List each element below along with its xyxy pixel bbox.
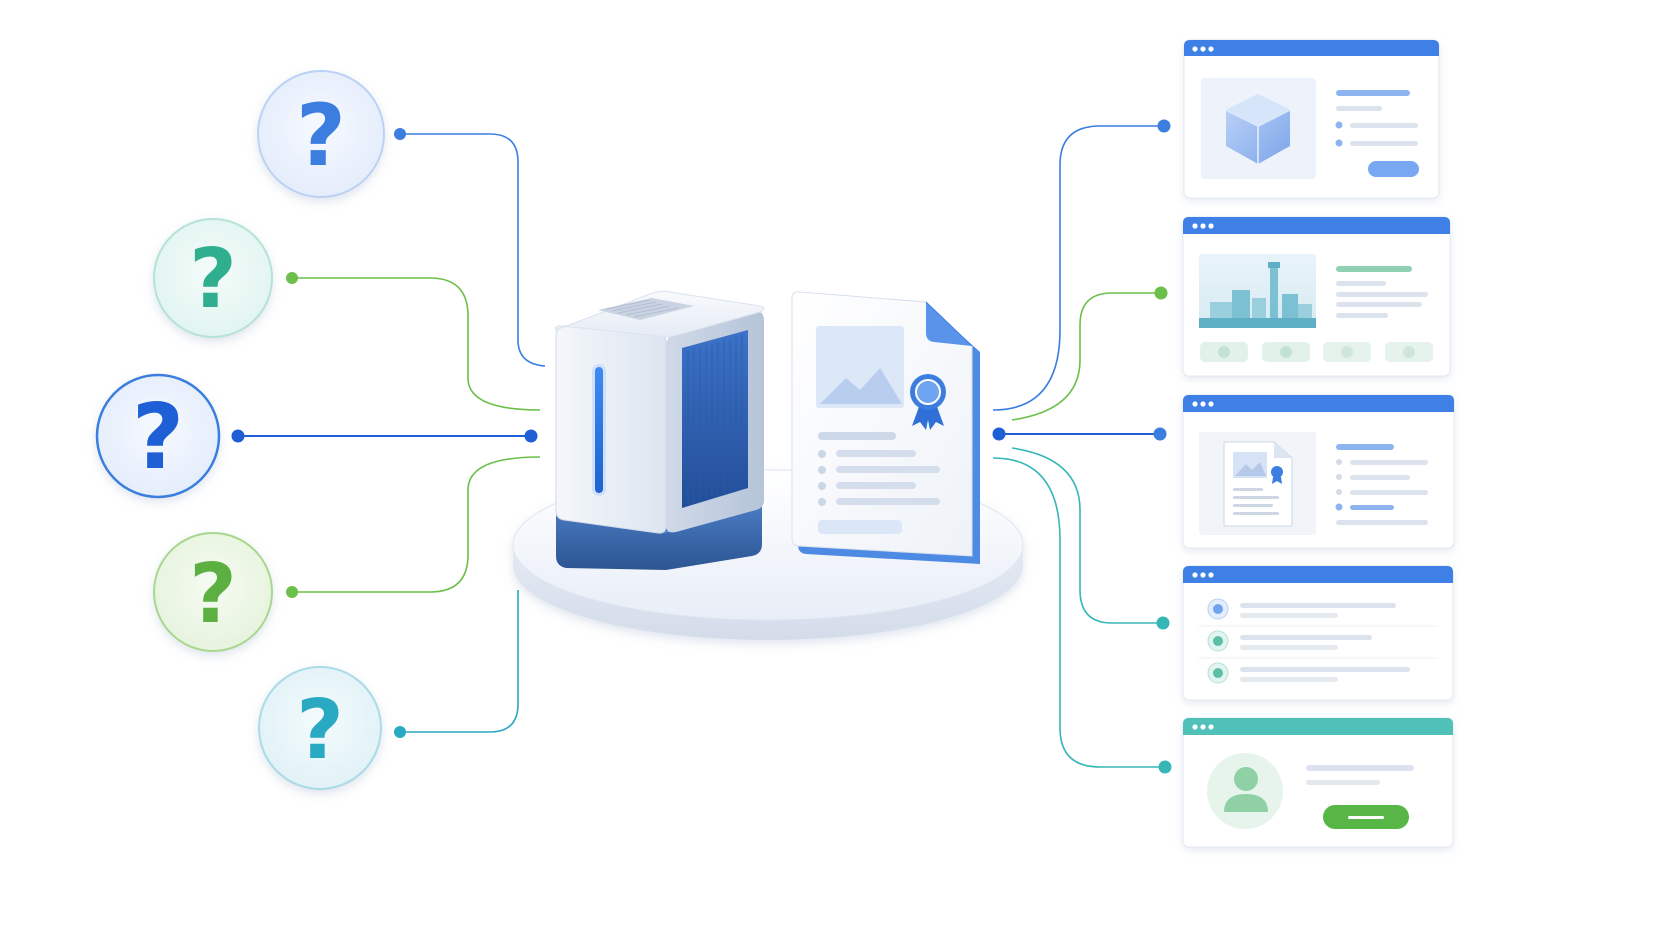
question-mark-icon: ?	[189, 232, 237, 327]
product-card	[1183, 39, 1440, 199]
connector-dot	[231, 429, 245, 443]
profile-card	[1182, 717, 1454, 848]
right-connector-dots	[992, 119, 1172, 774]
question-bubble-3	[95, 373, 221, 499]
gallery-thumbnails	[1200, 342, 1433, 362]
connector-dot	[1156, 616, 1170, 630]
cube-icon	[1225, 94, 1291, 164]
document-card	[1182, 394, 1455, 549]
question-bubble-4	[153, 532, 273, 652]
connector-dot	[394, 726, 406, 738]
question-mark-icon: ?	[132, 385, 184, 490]
connector-q5	[400, 590, 519, 733]
hub	[512, 290, 1024, 640]
connector-q2	[292, 277, 541, 411]
question-bubble-1	[257, 70, 385, 198]
question-bubble-2	[153, 218, 273, 338]
connector-dot	[1154, 286, 1168, 300]
city-image-icon	[1199, 262, 1316, 328]
user-icon	[1207, 753, 1283, 829]
connector-dot	[394, 128, 406, 140]
connector-dot	[286, 586, 298, 598]
connector-dot	[286, 272, 298, 284]
question-mark-icon: ?	[296, 683, 344, 778]
badge-icon	[1207, 598, 1229, 620]
question-mark-icon: ?	[296, 86, 346, 186]
badge-list-card	[1182, 565, 1454, 701]
left-connectors	[238, 133, 546, 733]
connector-dot	[1157, 119, 1171, 133]
question-mark-icon: ?	[189, 547, 237, 642]
connector-q4	[292, 456, 541, 593]
left-connector-dots	[231, 128, 538, 738]
badge-icon	[1207, 630, 1229, 652]
connector-dot	[1158, 760, 1172, 774]
document-icon	[1223, 441, 1293, 527]
certified-document-icon	[791, 291, 980, 564]
connector-card5	[992, 457, 1165, 768]
server-icon	[555, 290, 765, 570]
connector-card1	[992, 125, 1164, 411]
badge-icon	[1207, 662, 1229, 684]
connector-card2	[1011, 292, 1161, 421]
connector-card4	[1011, 447, 1163, 624]
connector-dot	[1153, 427, 1167, 441]
right-connectors	[992, 125, 1165, 768]
connector-dot	[992, 427, 1006, 441]
connector-dot	[524, 429, 538, 443]
question-bubble-5	[258, 666, 382, 790]
city-gallery-card	[1182, 216, 1451, 377]
question-bubbles: ? ? ? ? ?	[95, 70, 385, 790]
connector-q1	[400, 133, 546, 367]
